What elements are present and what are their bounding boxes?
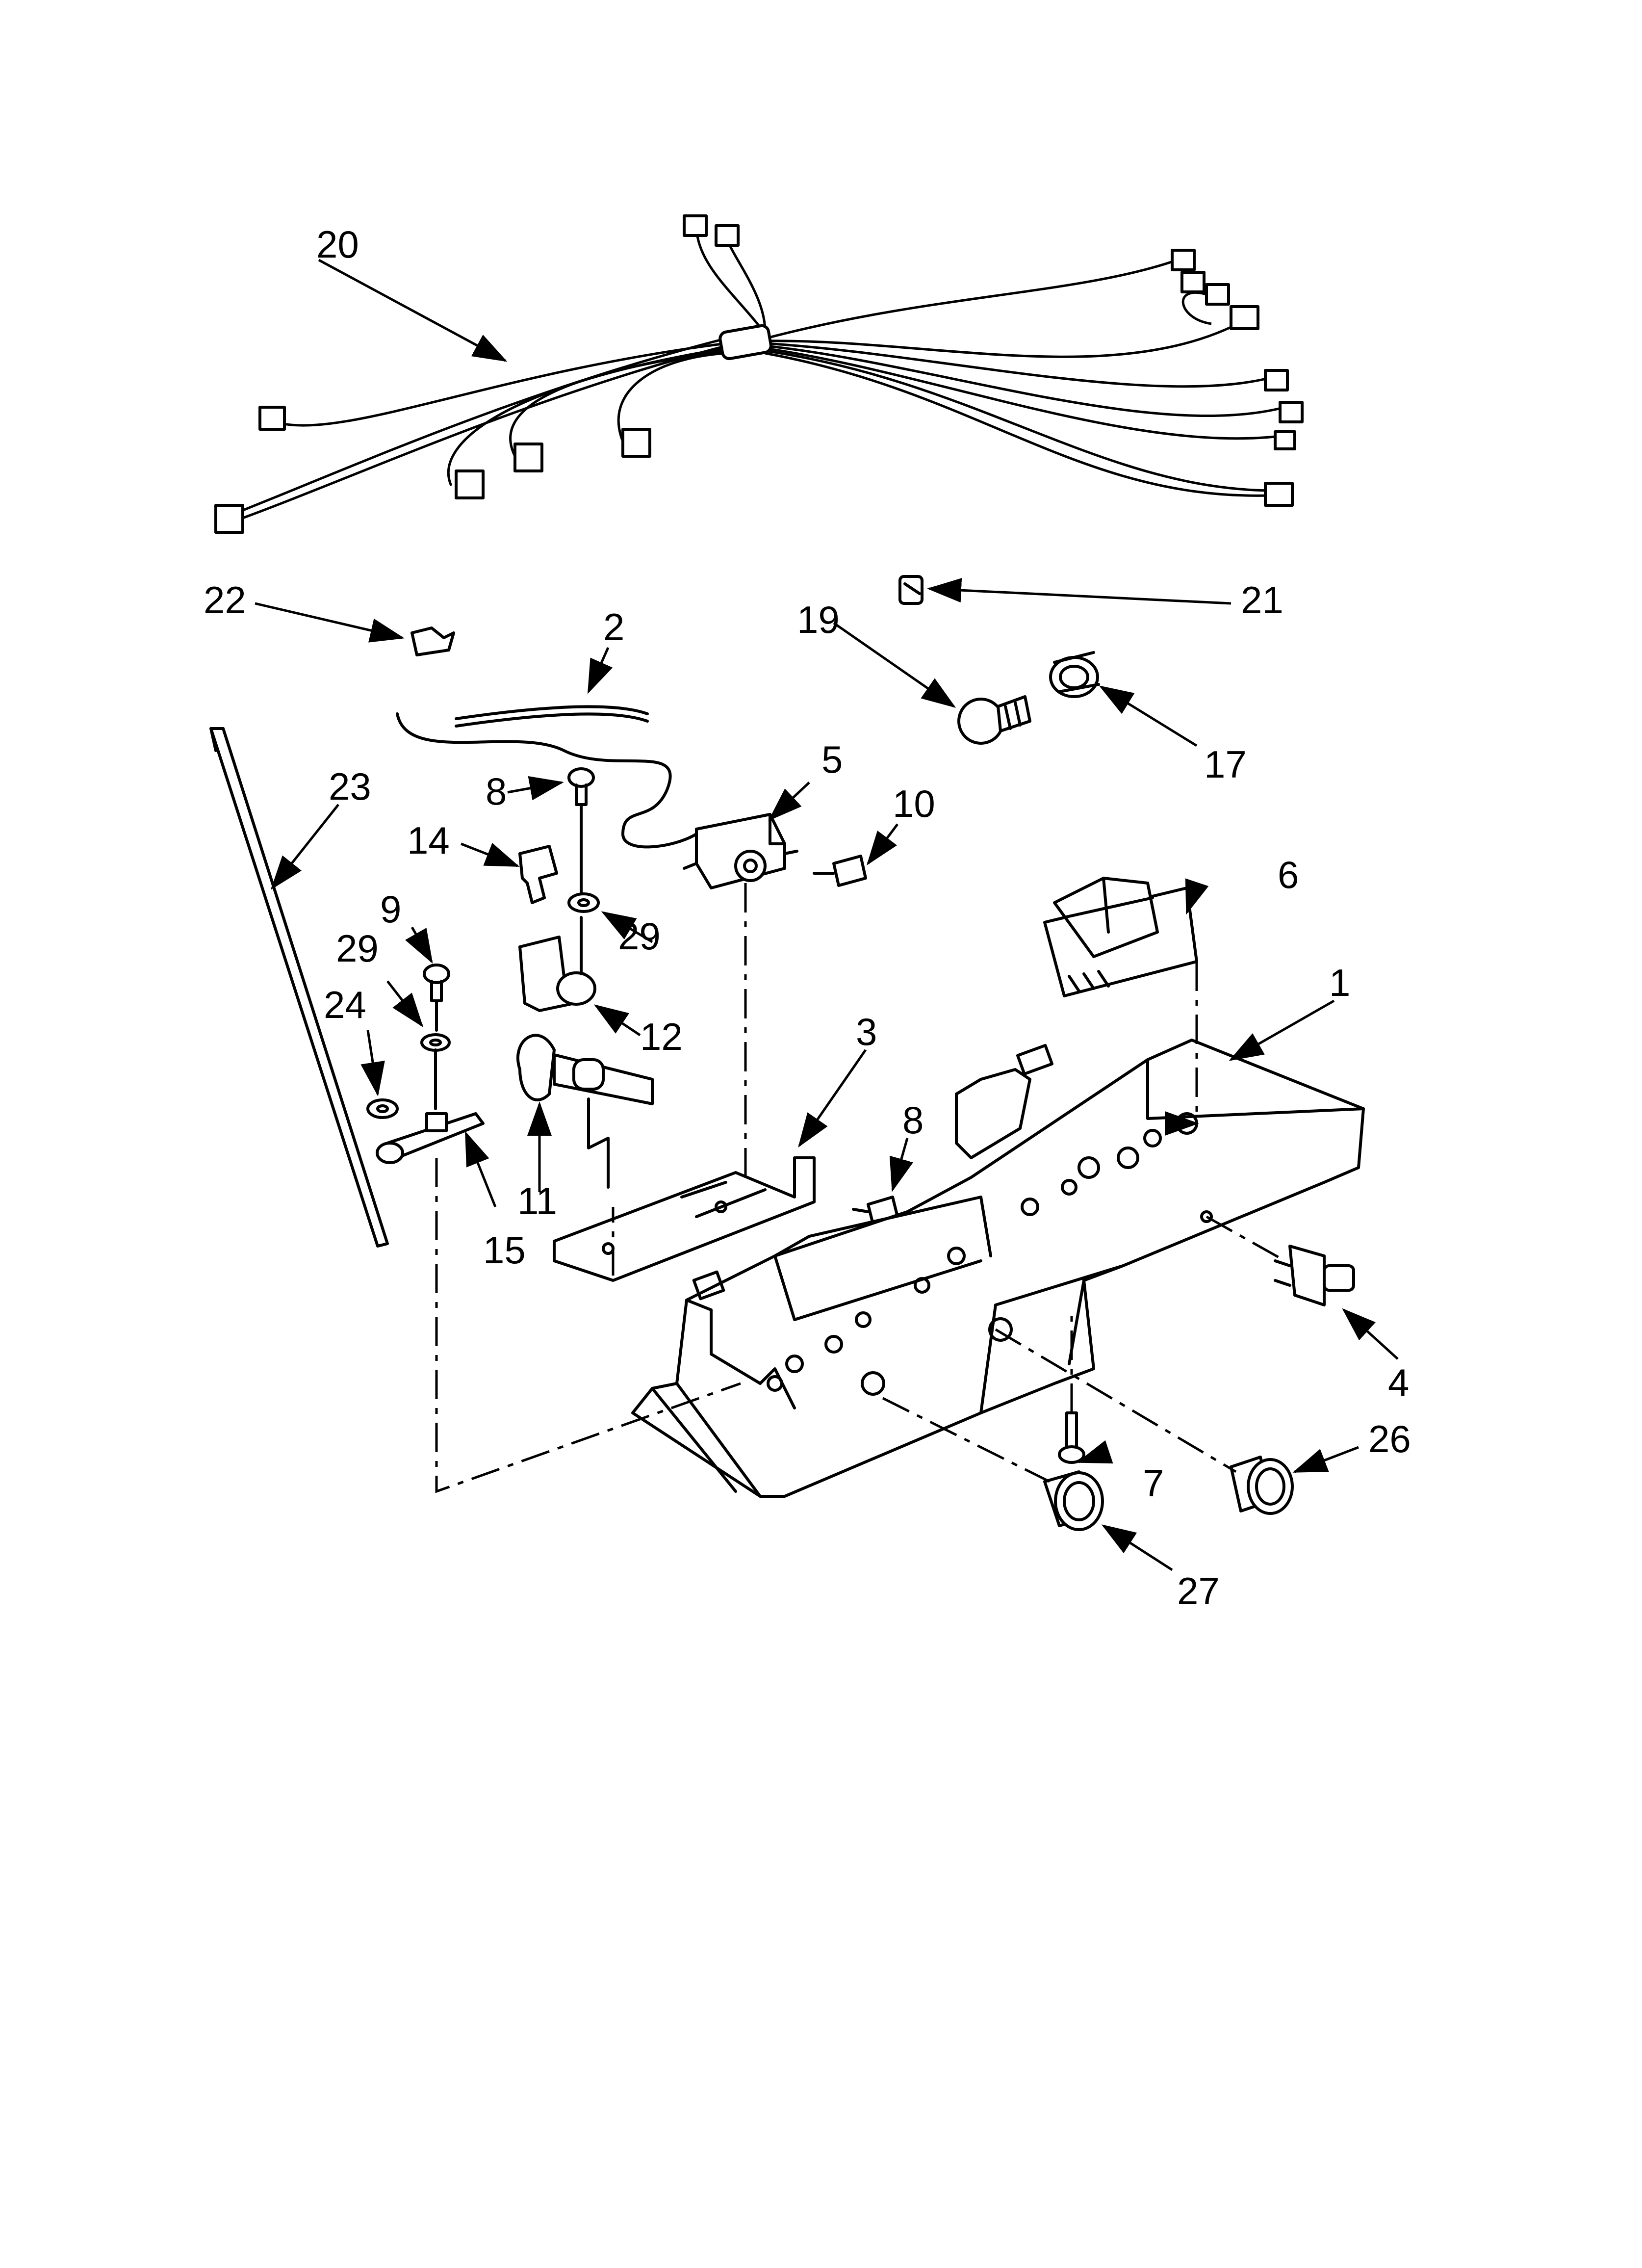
callout-4: 4 (1388, 1361, 1409, 1404)
callout-24: 24 (324, 983, 366, 1026)
callout-8-upper: 8 (486, 770, 507, 813)
callout-15: 15 (483, 1228, 526, 1272)
defrost-timer (1043, 877, 1198, 1123)
washer-24 (366, 1098, 399, 1119)
washer-29-upper (567, 892, 600, 913)
callout-5: 5 (821, 738, 843, 781)
callout-17: 17 (1204, 743, 1247, 786)
callout-14: 14 (407, 819, 450, 862)
callout-10: 10 (893, 782, 935, 825)
spring-clip (518, 845, 558, 904)
switch-4 (1274, 1245, 1355, 1306)
callout-labels: 20 22 2 21 19 17 5 10 8 23 14 29 6 9 29 … (204, 223, 1411, 1613)
screw-10 (813, 855, 867, 887)
clip-part-22 (410, 626, 455, 656)
callout-7: 7 (1143, 1461, 1164, 1505)
lever-15 (376, 1112, 485, 1164)
assembly-lines (435, 1158, 1286, 1493)
callout-20: 20 (316, 223, 359, 266)
callout-11: 11 (517, 1179, 557, 1223)
wire-harness (214, 214, 1304, 534)
callout-27: 27 (1177, 1569, 1220, 1613)
callout-23: 23 (329, 765, 371, 808)
grommet-27 (1043, 1470, 1104, 1531)
control-housing (631, 1039, 1365, 1498)
callout-1: 1 (1329, 961, 1350, 1004)
callout-8-lower: 8 (902, 1098, 924, 1142)
control-knob-shaft (516, 1034, 654, 1189)
thermostat (683, 813, 798, 1207)
capillary-tube (396, 705, 698, 849)
callout-12: 12 (640, 1015, 683, 1058)
callout-3: 3 (856, 1010, 877, 1053)
callout-9: 9 (380, 887, 401, 931)
callout-29-upper: 29 (618, 914, 661, 958)
callout-2: 2 (603, 605, 624, 649)
callout-19: 19 (797, 598, 840, 641)
actuator-rod (209, 727, 389, 1248)
socket-26 (1230, 1456, 1294, 1515)
screw-8-upper (567, 767, 595, 899)
lamp-socket (1049, 651, 1100, 698)
bracket-12 (518, 916, 596, 1012)
screw-9 (423, 964, 450, 1032)
leader-lines (255, 259, 1399, 1571)
socket-clip (898, 575, 924, 605)
washer-29-lower (420, 1033, 451, 1110)
light-bulb (957, 695, 1031, 745)
callout-21: 21 (1241, 578, 1283, 622)
callout-29-lower: 29 (336, 927, 379, 970)
callout-26: 26 (1368, 1417, 1411, 1460)
callout-22: 22 (204, 578, 246, 622)
callout-6: 6 (1278, 853, 1299, 896)
